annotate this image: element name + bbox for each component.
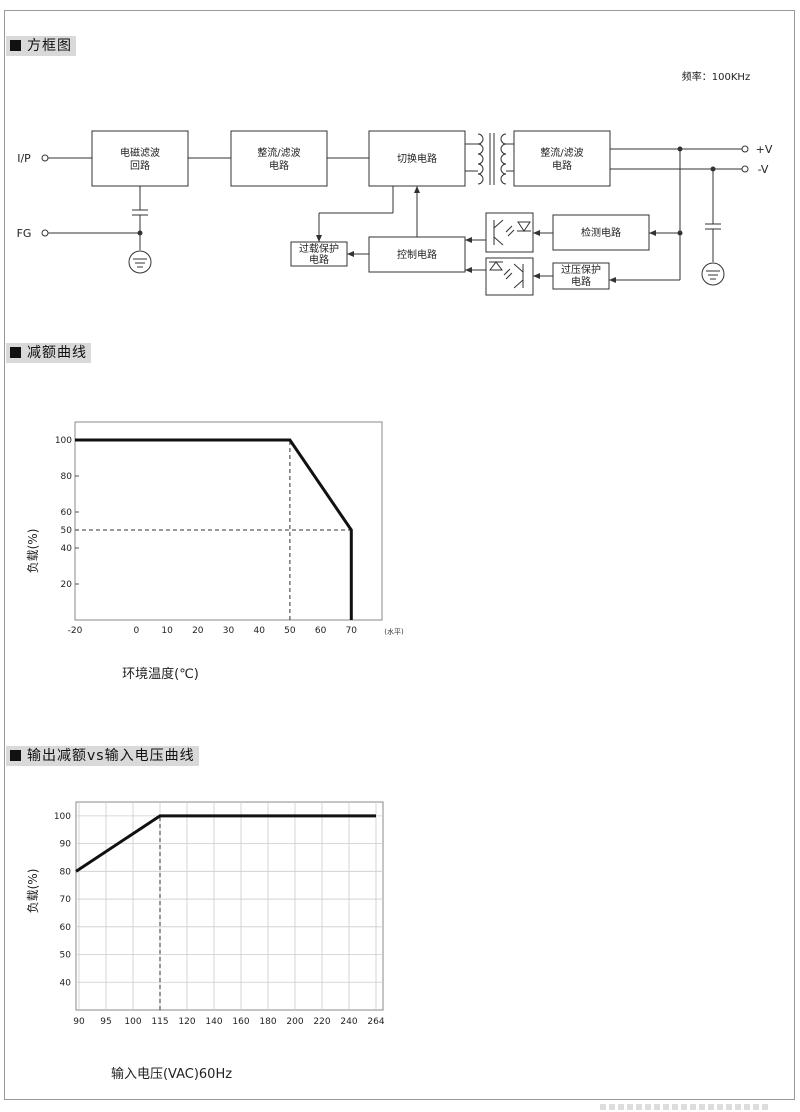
y-tick-label: 50: [60, 951, 72, 961]
y-tick-label: 60: [60, 923, 72, 933]
y-tick-label: 40: [61, 544, 73, 554]
series-line: [75, 814, 376, 873]
rect1-label-line1: 整流/滤波: [257, 146, 300, 159]
x-axis-note: (水平): [384, 627, 404, 636]
x-tick-label: 30: [223, 626, 235, 636]
footer-decoration: [600, 1104, 770, 1110]
vplus-terminal-icon: [741, 145, 749, 153]
square-bullet-icon: [10, 347, 21, 358]
x-tick-label: 60: [315, 626, 327, 636]
x-tick-label: 95: [100, 1017, 111, 1027]
plot-area: [74, 421, 383, 621]
control-label: 控制电路: [397, 248, 437, 261]
x-tick-label: 50: [284, 626, 296, 636]
vminus-terminal-icon: [741, 165, 749, 173]
y-axis-label: 负载(%): [26, 529, 40, 574]
rect1-label-line2: 电路: [269, 159, 289, 172]
section-title-input-derating: 输出减额vs输入电压曲线: [6, 746, 199, 766]
optocoupler-icon-1: [493, 219, 531, 246]
y-tick-label: 70: [60, 895, 72, 905]
y-tick-label: 40: [60, 978, 72, 988]
y-tick-label: 80: [61, 472, 73, 482]
transformer-icon: [465, 133, 514, 185]
vminus-label: -V: [758, 163, 769, 176]
rectifier-box-2: [513, 130, 611, 187]
plot-area: [75, 801, 384, 1011]
x-tick-label: 90: [73, 1017, 85, 1027]
section-title-text: 方框图: [27, 38, 72, 54]
x-tick-label: 0: [134, 626, 140, 636]
olp-label-line2: 电路: [309, 253, 329, 266]
frequency-label: 频率：100KHz: [682, 70, 750, 83]
page-frame: [4, 10, 795, 1100]
x-tick-label: 70: [346, 626, 358, 636]
x-tick-label: 115: [151, 1017, 168, 1027]
y-tick-label: 100: [55, 436, 72, 446]
ovp-label-line2: 电路: [571, 275, 591, 288]
x-tick-label: 20: [192, 626, 204, 636]
switch-box: [368, 130, 466, 187]
emi-filter-box: [91, 130, 189, 187]
derating-chart: -20 0 10 20 30 40 50 60 70 100 80 60 50 40 20 (水平) 环境温度(…: [26, 421, 404, 682]
y-tick-label: 100: [54, 812, 71, 822]
x-tick-label: 140: [205, 1017, 222, 1027]
optocoupler-box-2: [485, 257, 534, 296]
optocoupler-icon-2: [489, 261, 524, 289]
ip-label: I/P: [17, 152, 31, 165]
rect2-label-line2: 电路: [552, 159, 572, 172]
switch-label: 切换电路: [397, 152, 437, 165]
ovp-box: [552, 262, 610, 290]
x-tick-label: 200: [286, 1017, 303, 1027]
fg-terminal-icon: [41, 229, 49, 237]
ground-icon: [128, 250, 152, 274]
optocoupler-box-1: [485, 212, 534, 253]
vplus-label: +V: [756, 143, 773, 156]
x-tick-label: 220: [313, 1017, 330, 1027]
x-tick-label: 100: [124, 1017, 141, 1027]
x-tick-label: 40: [253, 626, 265, 636]
rect2-label-line1: 整流/滤波: [540, 146, 583, 159]
y-tick-label: 90: [60, 840, 72, 850]
detect-box: [552, 214, 650, 251]
fg-label: FG: [17, 227, 32, 240]
series-line: [75, 438, 353, 620]
detect-label: 检测电路: [581, 226, 621, 239]
x-tick-label: 264: [367, 1017, 384, 1027]
x-tick-label: 180: [259, 1017, 276, 1027]
y-axis-label: 负载(%): [26, 869, 40, 914]
section-title-text: 输出减额vs输入电压曲线: [27, 748, 195, 764]
x-axis-label: 输入电压(VAC)60Hz: [111, 1066, 232, 1082]
emi-label-line2: 回路: [130, 159, 150, 172]
y-tick-label: 60: [61, 508, 73, 518]
x-tick-label: 240: [340, 1017, 357, 1027]
section-title-block-diagram: 方框图: [6, 36, 76, 56]
block-diagram: 频率：100KHz I/P FG +V -V 电磁滤波 回路 整流/滤波 电路 …: [17, 70, 773, 296]
x-axis-label: 环境温度(℃): [122, 666, 199, 682]
x-tick-label: 120: [178, 1017, 195, 1027]
section-title-derating: 减额曲线: [6, 343, 91, 363]
y-tick-label: 50: [61, 526, 73, 536]
x-tick-label: 10: [161, 626, 173, 636]
y-tick-label: 20: [61, 580, 73, 590]
ip-terminal-icon: [41, 154, 49, 162]
emi-label-line1: 电磁滤波: [120, 146, 160, 159]
x-tick-label: 160: [232, 1017, 249, 1027]
square-bullet-icon: [10, 40, 21, 51]
olp-label-line1: 过载保护: [299, 242, 339, 255]
input-voltage-chart: 90 95 100 115 120 140 160 180 200 220 240 264 100 90 8…: [26, 801, 385, 1082]
x-tick-label: -20: [68, 626, 83, 636]
y-tick-label: 80: [60, 867, 72, 877]
ovp-label-line1: 过压保护: [561, 263, 601, 276]
section-title-text: 减额曲线: [27, 345, 87, 361]
output-ground-icon: [701, 262, 725, 286]
square-bullet-icon: [10, 750, 21, 761]
